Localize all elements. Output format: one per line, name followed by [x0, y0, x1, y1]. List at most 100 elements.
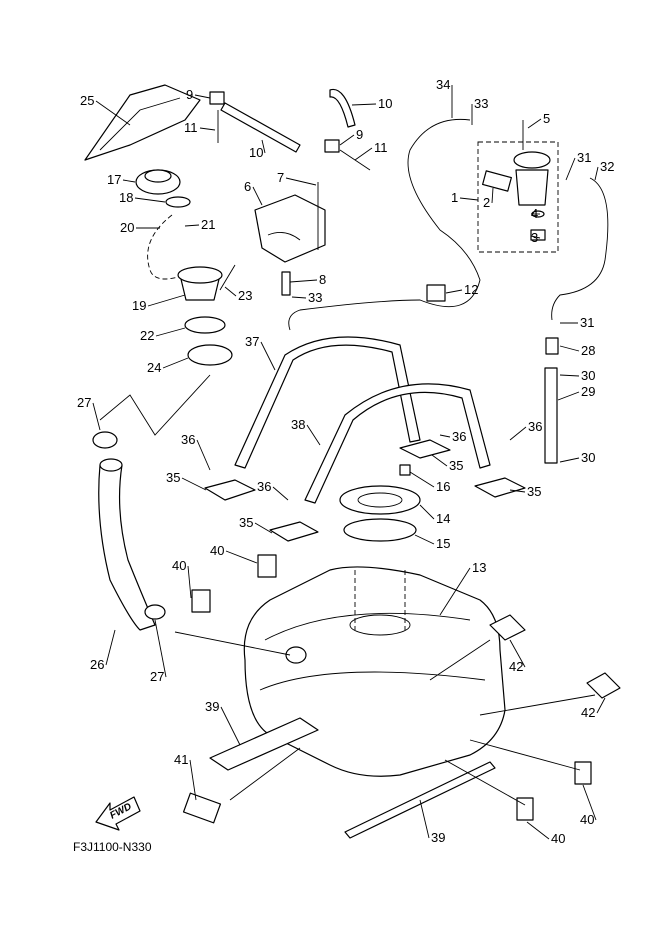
part-hose-leader — [99, 374, 211, 436]
part-screw-23 — [219, 264, 236, 291]
callout-label-5: 5 — [543, 111, 550, 126]
part-gasket-15 — [343, 518, 417, 542]
callout-leader-line — [134, 197, 166, 203]
diagram-code: F3J1100-N330 — [73, 840, 152, 854]
callout-label-40: 40 — [172, 558, 186, 573]
part-tank-opening — [349, 614, 411, 636]
callout-leader-line — [530, 235, 541, 239]
callout-leader-line — [409, 471, 435, 488]
callout-leader-line — [419, 504, 435, 520]
callout-leader-line — [272, 486, 289, 501]
part-hose-26 — [98, 464, 156, 631]
part-strip-39a — [209, 717, 319, 771]
part-packing — [184, 316, 226, 334]
callout-leader-line — [445, 289, 463, 294]
callout-label-39: 39 — [205, 699, 219, 714]
callout-label-40: 40 — [551, 831, 565, 846]
callout-leader-line — [526, 821, 550, 840]
part-sender-guide — [354, 570, 406, 630]
callout-label-40: 40 — [580, 812, 594, 827]
part-cover — [84, 84, 201, 161]
callout-leader-line — [557, 391, 580, 401]
callout-label-21: 21 — [201, 217, 215, 232]
callout-label-35: 35 — [239, 515, 253, 530]
callout-leader-line — [559, 457, 580, 463]
part-clip-9a — [209, 91, 225, 105]
callout-label-13: 13 — [472, 560, 486, 575]
callout-label-37: 37 — [245, 334, 259, 349]
callout-label-35: 35 — [527, 484, 541, 499]
callout-label-24: 24 — [147, 360, 161, 375]
callout-label-35: 35 — [449, 458, 463, 473]
callout-leader-line — [181, 477, 207, 491]
callout-leader-line — [220, 706, 241, 746]
callout-label-6: 6 — [244, 179, 251, 194]
callout-leader-line — [122, 179, 136, 183]
callout-label-40: 40 — [210, 543, 224, 558]
callout-leader-line — [419, 799, 430, 839]
part-strap-37 — [234, 336, 421, 469]
callout-leader-line — [196, 439, 211, 471]
callout-leader-line — [594, 166, 599, 181]
callout-label-39: 39 — [431, 830, 445, 845]
callout-label-9: 9 — [186, 87, 193, 102]
callout-leader-line — [527, 118, 542, 129]
part-band-2 — [329, 88, 356, 128]
callout-leader-line — [596, 697, 606, 714]
callout-label-34: 34 — [436, 77, 450, 92]
part-check-valve — [545, 337, 559, 355]
callout-label-29: 29 — [581, 384, 595, 399]
part-pad-42b — [586, 672, 621, 699]
callout-leader-line — [224, 286, 237, 297]
callout-label-11: 11 — [184, 120, 198, 135]
callout-leader-line — [565, 157, 576, 181]
callout-leader-line — [194, 94, 211, 99]
callout-leader-line — [439, 434, 451, 438]
callout-leader-line — [559, 345, 580, 352]
callout-label-7: 7 — [277, 170, 284, 185]
part-hose-end — [99, 458, 123, 472]
callout-label-14: 14 — [436, 511, 450, 526]
part-bracket-35b — [269, 521, 319, 542]
callout-label-19: 19 — [132, 298, 146, 313]
callout-leader-line — [354, 147, 373, 161]
fwd-arrow-icon: FWD — [95, 796, 141, 831]
part-box-detail — [267, 231, 301, 241]
part-chain — [147, 214, 186, 280]
callout-leader-line — [285, 177, 317, 186]
callout-leader-line — [291, 296, 307, 299]
callout-label-36: 36 — [528, 419, 542, 434]
part-breather-hose — [288, 118, 481, 331]
part-electrical-box — [254, 194, 326, 263]
callout-leader-line — [289, 279, 318, 283]
part-plate-inner — [357, 492, 403, 508]
part-nut — [187, 344, 233, 366]
part-hose-32 — [551, 177, 609, 321]
callout-label-9: 9 — [356, 127, 363, 142]
callout-leader-line — [431, 454, 448, 467]
part-pad-40c — [574, 761, 592, 785]
callout-leader-line — [187, 565, 192, 599]
callout-leader-line — [509, 426, 527, 441]
callout-leader-line — [105, 629, 116, 666]
callout-label-26: 26 — [90, 657, 104, 672]
callout-label-42: 42 — [509, 659, 523, 674]
callout-label-25: 25 — [80, 93, 94, 108]
callout-label-16: 16 — [436, 479, 450, 494]
part-pad-40b — [191, 589, 211, 613]
callout-label-36: 36 — [452, 429, 466, 444]
callout-leader-line — [414, 534, 435, 545]
callout-leader-line — [582, 784, 597, 821]
callout-label-11: 11 — [374, 140, 388, 155]
part-pad-42a — [489, 614, 526, 641]
callout-label-10: 10 — [378, 96, 392, 111]
callout-leader-line — [154, 619, 167, 678]
part-bracket-35a — [204, 479, 256, 501]
part-drawings — [84, 84, 621, 839]
part-cover-detail — [99, 97, 181, 151]
callout-label-10: 10 — [249, 145, 263, 160]
callout-leader-line — [92, 402, 101, 431]
part-tank-inlet — [285, 646, 307, 664]
callout-leader-line — [189, 759, 197, 801]
